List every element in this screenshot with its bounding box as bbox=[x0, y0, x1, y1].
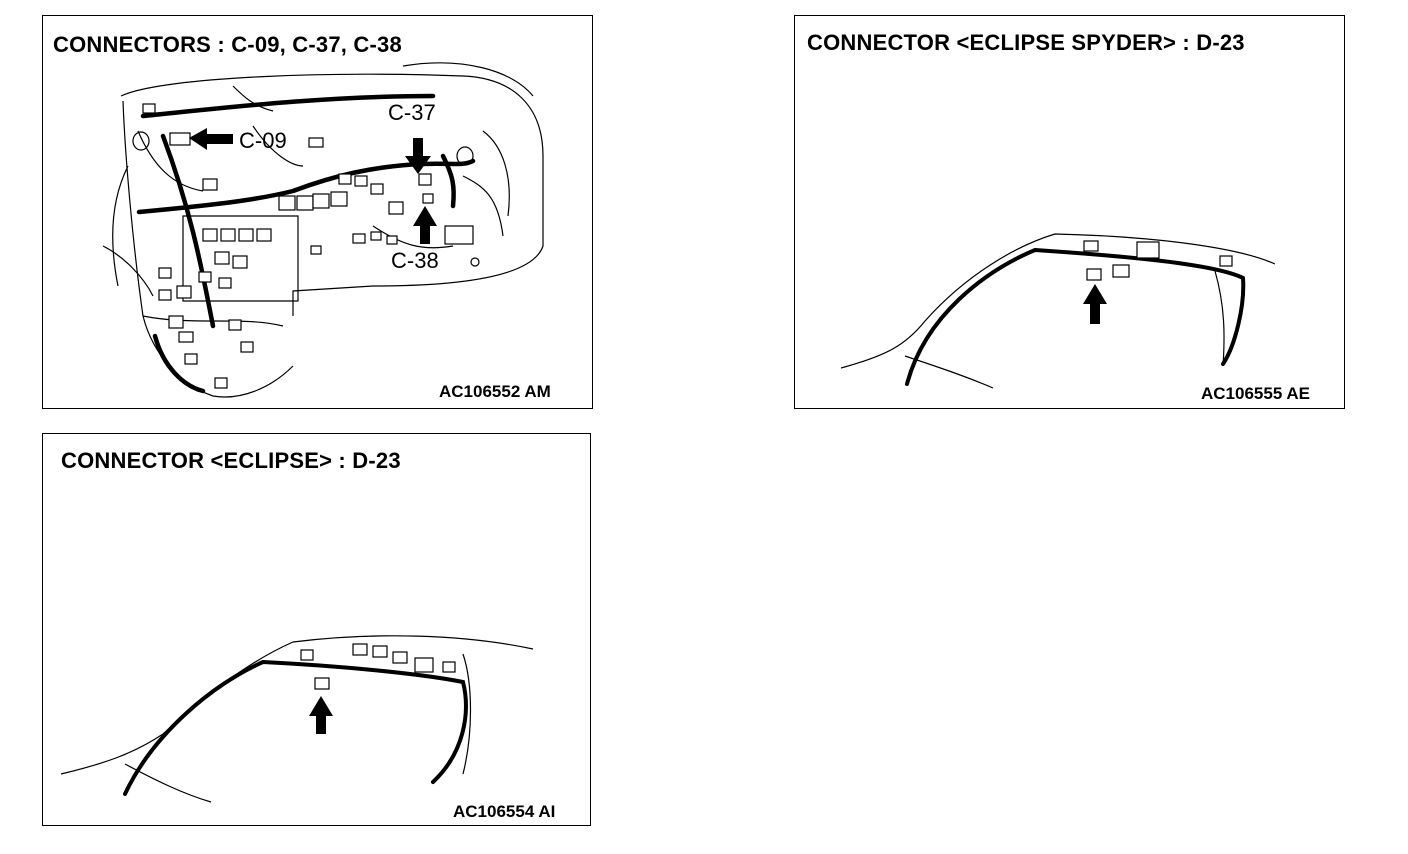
dashboard-harness-drawing: C-09 C-37 C-38 bbox=[102, 62, 544, 398]
panel-connector-eclipse-d23: CONNECTOR <ECLIPSE> : D-23 AC106554 AI bbox=[42, 433, 591, 826]
figure-code: AC106555 AE bbox=[1201, 384, 1310, 403]
figure-code: AC106554 AI bbox=[453, 802, 556, 821]
callout-c09: C-09 bbox=[239, 128, 287, 153]
figure-code: AC106552 AM bbox=[439, 382, 551, 401]
panel-title: CONNECTOR <ECLIPSE SPYDER> : D-23 bbox=[807, 30, 1245, 55]
panel-connector-eclipse-spyder-d23: CONNECTOR <ECLIPSE SPYDER> : D-23 AC1065… bbox=[794, 15, 1345, 409]
spyder-header-drawing bbox=[840, 233, 1276, 389]
panel-title: CONNECTOR <ECLIPSE> : D-23 bbox=[61, 448, 401, 473]
eclipse-header-drawing bbox=[60, 635, 534, 803]
panel-title: CONNECTORS : C-09, C-37, C-38 bbox=[53, 32, 402, 57]
callout-c37: C-37 bbox=[388, 100, 436, 125]
panel-connectors-c09-c37-c38: CONNECTORS : C-09, C-37, C-38 AC106552 A… bbox=[42, 15, 593, 409]
callout-c38: C-38 bbox=[391, 248, 439, 273]
